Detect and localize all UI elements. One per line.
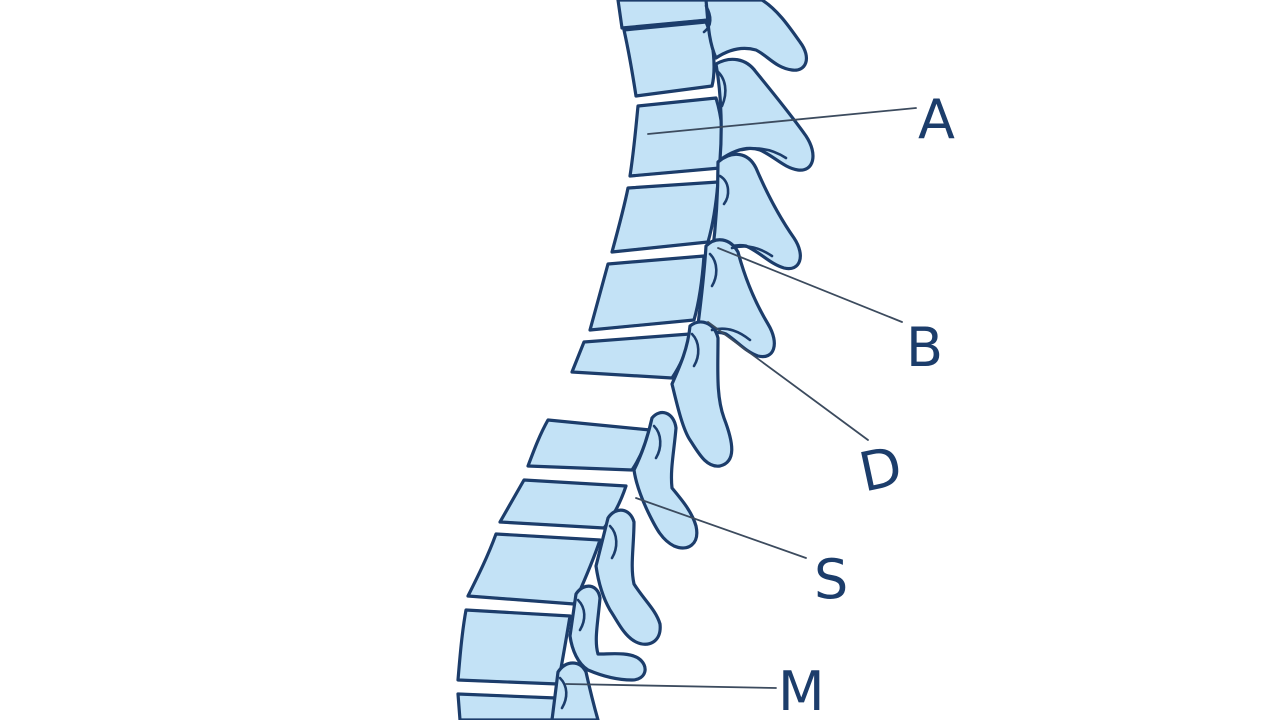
label-m: M: [778, 660, 825, 720]
articular-details: [558, 4, 788, 710]
label-a: A: [918, 88, 955, 151]
leader-line-s: [635, 497, 807, 559]
vertebra-body-2: [622, 20, 716, 98]
vertebra-body-10: [456, 608, 572, 686]
leader-line-a: [647, 107, 917, 135]
label-s: S: [814, 548, 848, 611]
spinous-process-2: [714, 57, 815, 172]
spinous-process-1: [704, 0, 809, 72]
leader-line-m: [565, 683, 777, 689]
vertebra-body-3: [628, 96, 725, 178]
spinous-process-8: [568, 584, 647, 682]
leader-lines: [565, 107, 917, 689]
label-d: D: [854, 434, 908, 504]
leader-line-d: [707, 321, 869, 441]
spinous-process-5: [670, 320, 734, 468]
vertebra-body-5: [588, 254, 706, 332]
vertebra-body-6: [570, 332, 692, 380]
spinous-process-7: [594, 508, 662, 646]
leader-line-b: [717, 247, 903, 323]
label-b: B: [906, 316, 943, 379]
disc-lines: [456, 18, 722, 700]
labels: A B D S M: [778, 88, 955, 720]
